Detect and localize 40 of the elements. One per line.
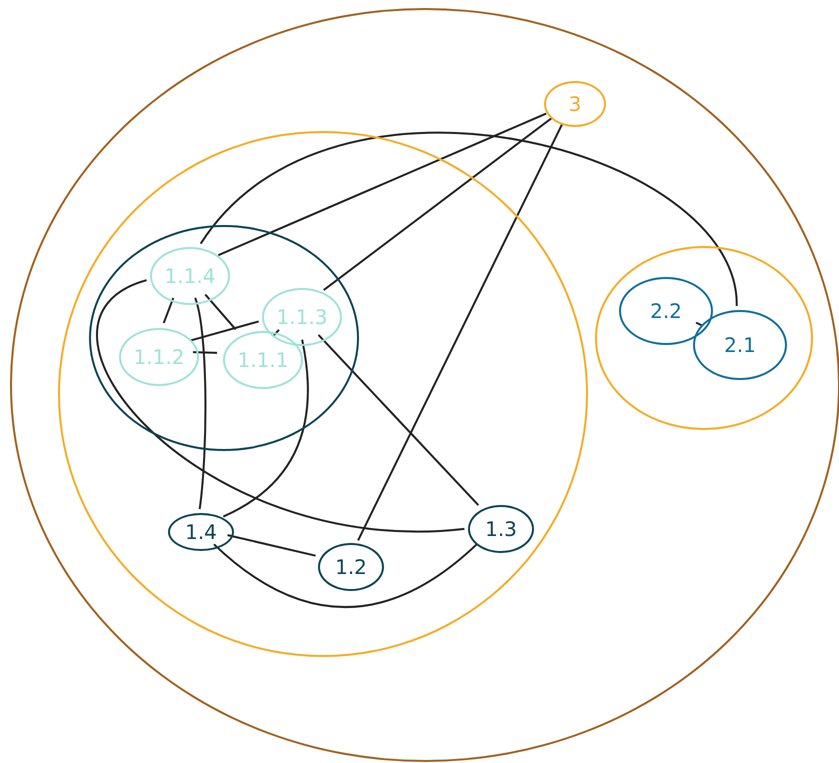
node-label: 3 [568,94,582,114]
node-ellipse [168,513,234,551]
node-ellipse [468,505,534,553]
node-label: 1.4 [185,522,217,542]
connector-line [194,298,206,510]
node-ellipse [223,331,303,389]
node-label: 2.1 [724,335,756,355]
node-label: 1.1.2 [134,347,184,367]
node-ellipse [693,310,787,380]
group-ellipse [595,246,813,430]
connector-line [222,339,309,518]
node-label: 1.1.4 [164,266,216,286]
group-ellipse [89,225,359,451]
node-ellipse [619,277,713,345]
connector-line [96,279,464,532]
connector-line [318,334,480,506]
node-label: 2.2 [650,301,682,321]
connector-line [162,298,174,324]
node-label: 1.3 [485,519,517,539]
connector-line [213,543,478,608]
connector-line [273,329,280,336]
connector-line [192,351,218,354]
node-label: 1.1.3 [276,307,328,327]
node-ellipse [262,288,342,346]
connector-line [696,322,702,326]
connector-line [200,132,738,306]
node-label: 1.2 [335,557,367,577]
group-ellipse [58,131,588,657]
node-ellipse [150,247,230,305]
node-label: 1.1.1 [238,350,288,370]
connector-line [227,534,316,557]
connector-line [357,123,564,541]
connector-line [323,118,552,291]
node-ellipse [119,328,199,386]
node-ellipse [544,81,606,127]
connector-line [190,320,259,342]
group-ellipse [10,8,839,762]
connector-line [204,294,236,330]
node-ellipse [318,543,384,591]
connector-line [218,112,547,256]
